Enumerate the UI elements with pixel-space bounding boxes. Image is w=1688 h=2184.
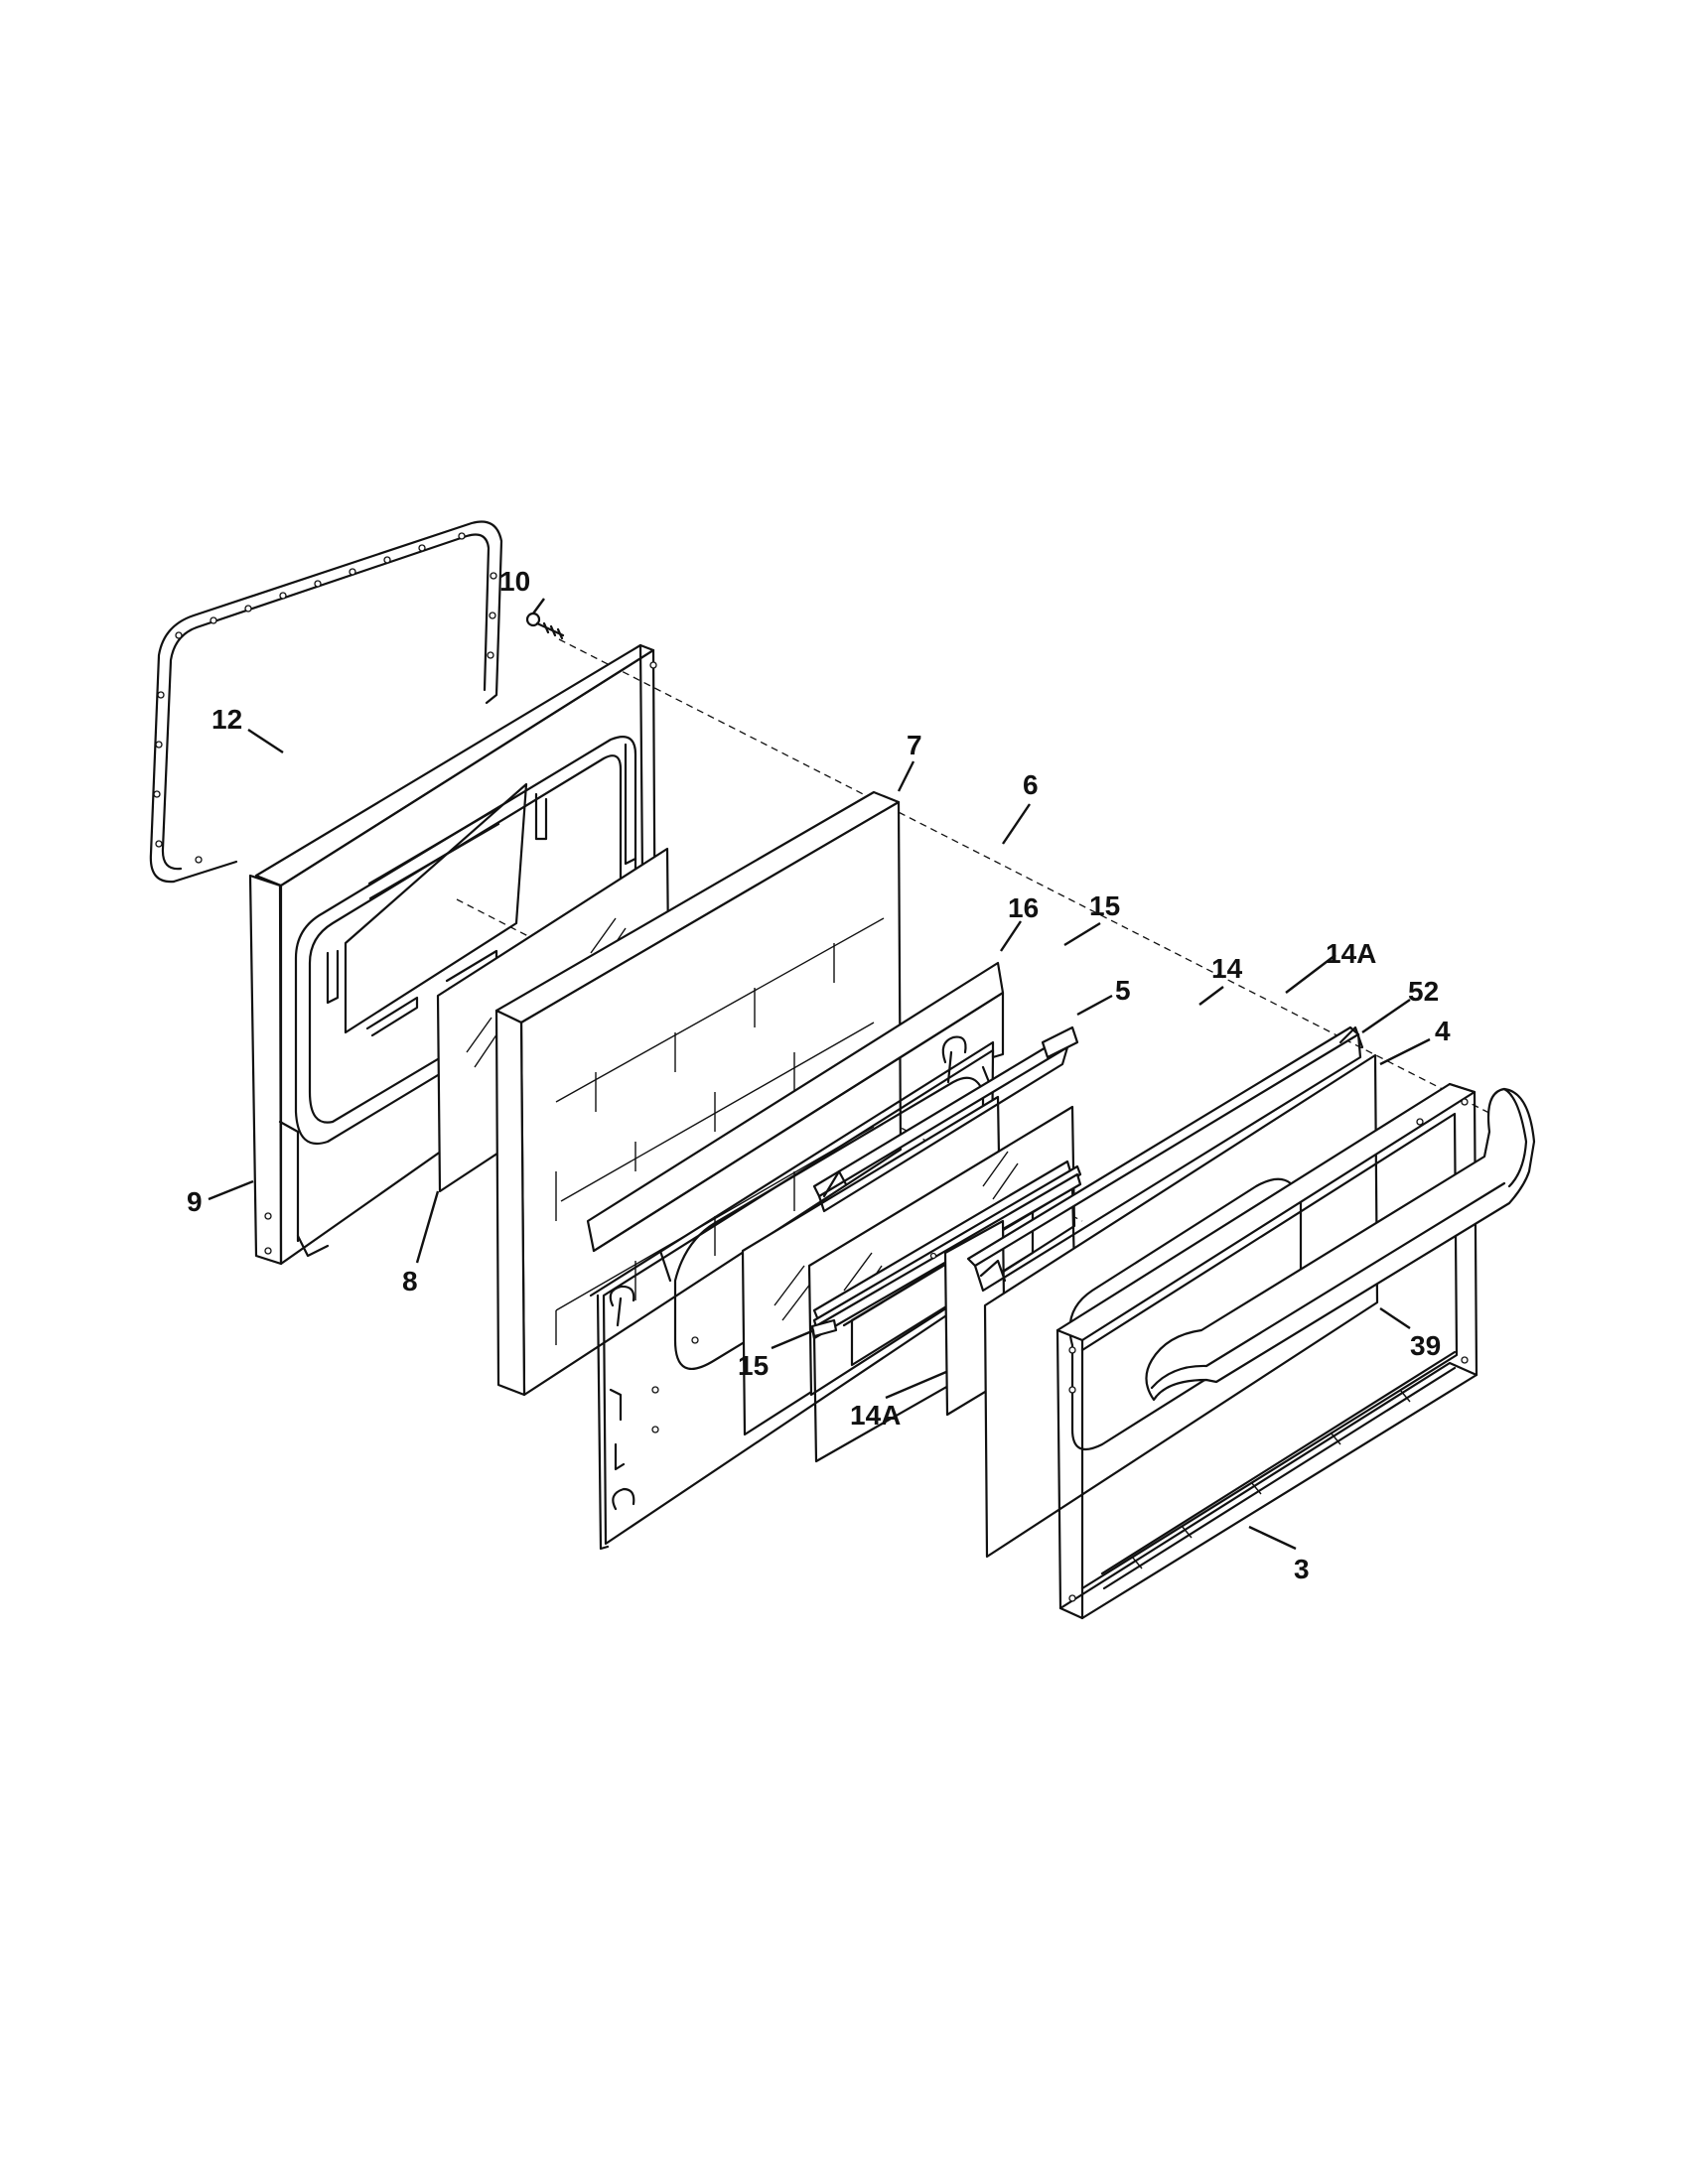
callout-15-upper: 15 <box>1089 890 1120 921</box>
callout-52: 52 <box>1408 976 1439 1007</box>
callout-5: 5 <box>1115 975 1131 1006</box>
callout-15-lower: 15 <box>738 1350 769 1381</box>
callout-14: 14 <box>1211 953 1243 984</box>
part-52-trim <box>966 1025 1364 1293</box>
callout-labels: 10 12 7 6 16 15 14 5 14A 52 4 9 8 39 15 … <box>187 566 1451 1584</box>
part-9-door-liner <box>248 643 657 1266</box>
callout-8: 8 <box>402 1266 418 1297</box>
part-10-screw <box>525 612 565 640</box>
callout-16: 16 <box>1008 892 1039 923</box>
callout-leaders <box>208 598 1431 1551</box>
callout-14A-upper: 14A <box>1326 938 1376 969</box>
callout-3: 3 <box>1294 1554 1310 1584</box>
part-12-door-gasket <box>149 520 503 884</box>
callout-6: 6 <box>1023 769 1039 800</box>
part-15-glass-channel-upper <box>1041 1025 1079 1059</box>
part-39-handle <box>1145 1087 1536 1402</box>
callout-9: 9 <box>187 1186 203 1217</box>
callout-12: 12 <box>211 704 242 735</box>
part-3-outer-frame <box>1055 1082 1478 1620</box>
callout-10: 10 <box>499 566 530 597</box>
callout-7: 7 <box>907 730 922 760</box>
callout-39: 39 <box>1410 1330 1441 1361</box>
callout-14A-lower: 14A <box>850 1400 901 1431</box>
part-7-insulation <box>494 790 903 1397</box>
callout-4: 4 <box>1435 1016 1451 1046</box>
